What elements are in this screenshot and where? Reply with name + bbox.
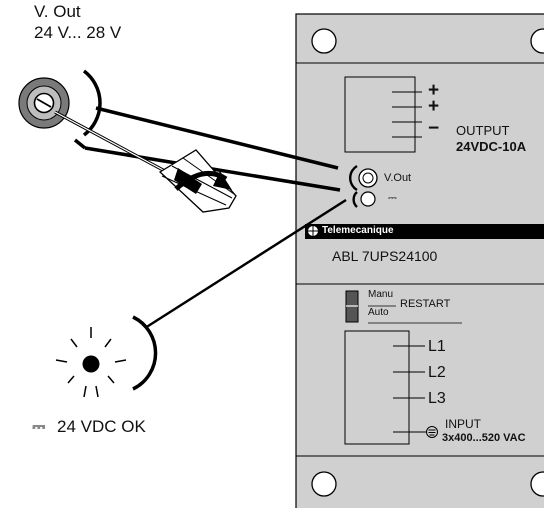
adjust-arc — [82, 69, 102, 137]
brand-name: Telemecanique — [322, 225, 394, 236]
screwdriver-icon — [54, 110, 237, 213]
model-number: ABL 7UPS24100 — [332, 248, 438, 264]
switch-manu-label: Manu — [368, 289, 394, 300]
ground-icon — [426, 426, 438, 438]
module-dc-symbol: ⎓ — [388, 192, 397, 204]
leader-line-top-lower — [73, 138, 87, 150]
potentiometer-inner — [362, 172, 374, 184]
mounting-hole-icon — [311, 471, 337, 497]
input-terminal-block — [344, 330, 410, 445]
led-icon — [360, 191, 376, 207]
vout-title: V. Out — [34, 2, 81, 21]
led-arc — [352, 191, 358, 208]
led-rays — [55, 327, 127, 398]
input-rating: 3x400...520 VAC — [442, 432, 526, 444]
switch-auto-position[interactable] — [345, 305, 359, 323]
module-body — [295, 13, 544, 513]
input-l3-label: L3 — [428, 390, 446, 407]
input-l2-label: L2 — [428, 364, 446, 381]
telemecanique-logo-icon — [307, 225, 319, 237]
brand-band — [305, 224, 544, 239]
mounting-hole-icon — [311, 28, 337, 54]
mounting-hole-icon — [530, 28, 544, 54]
output-terminal-block — [344, 76, 416, 153]
callout-led — [55, 198, 347, 398]
callout-voltage-adjust — [18, 69, 341, 213]
vout-label: V.Out — [384, 172, 412, 184]
adjust-arc — [349, 164, 358, 192]
output-label: OUTPUT — [456, 123, 510, 138]
leader-line-top — [95, 106, 339, 170]
power-supply-module — [295, 13, 544, 513]
input-label: INPUT — [445, 417, 481, 431]
switch-manu-position[interactable] — [345, 290, 359, 307]
output-plus-2: + — [428, 96, 440, 117]
vout-range: 24 V... 28 V — [34, 23, 122, 42]
led-icon — [82, 355, 100, 373]
output-minus: − — [428, 118, 440, 139]
restart-label: RESTART — [400, 298, 451, 310]
input-l1-label: L1 — [428, 338, 446, 355]
ok-status-text: 24 VDC OK — [57, 417, 146, 436]
output-plus-1: + — [428, 80, 440, 101]
output-rating: 24VDC-10A — [456, 139, 527, 154]
switch-auto-label: Auto — [368, 307, 389, 318]
dc-symbol: ⎓ — [32, 417, 46, 436]
leader-line-led — [144, 198, 347, 330]
led-arc — [132, 315, 158, 391]
rotate-arrow-icon — [174, 170, 232, 191]
mounting-hole-icon — [530, 471, 544, 497]
potentiometer-icon — [18, 77, 70, 129]
